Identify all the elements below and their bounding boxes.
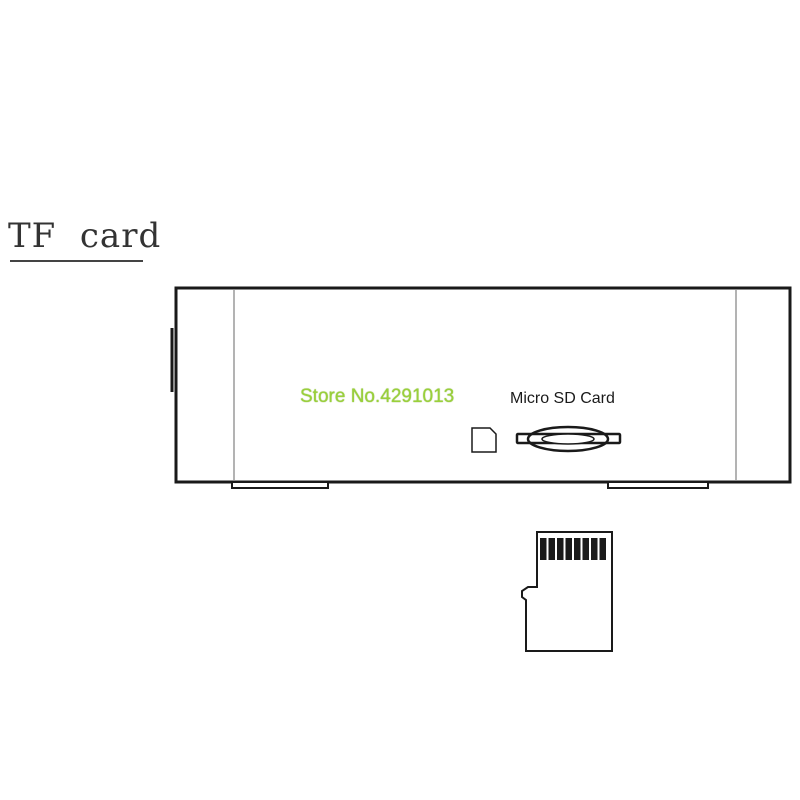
card-contacts xyxy=(540,538,606,560)
left-foot xyxy=(231,481,329,489)
device-feet xyxy=(231,481,709,489)
sd-card-outline-icon xyxy=(521,531,613,652)
store-watermark: Store No.4291013 xyxy=(300,386,455,407)
card-contact xyxy=(565,538,572,560)
title-underline xyxy=(10,260,143,262)
card-contact xyxy=(599,538,606,560)
card-contact xyxy=(540,538,547,560)
card-orientation-icon xyxy=(471,427,497,453)
card-contact xyxy=(574,538,581,560)
card-contact xyxy=(582,538,589,560)
slot-label: Micro SD Card xyxy=(510,390,615,407)
micro-sd-slot-icon xyxy=(515,425,622,453)
diagram-title: TF card xyxy=(8,216,162,256)
card-contact xyxy=(557,538,564,560)
device-body xyxy=(170,286,792,484)
card-contact xyxy=(548,538,555,560)
right-foot xyxy=(607,481,709,489)
card-contact xyxy=(591,538,598,560)
